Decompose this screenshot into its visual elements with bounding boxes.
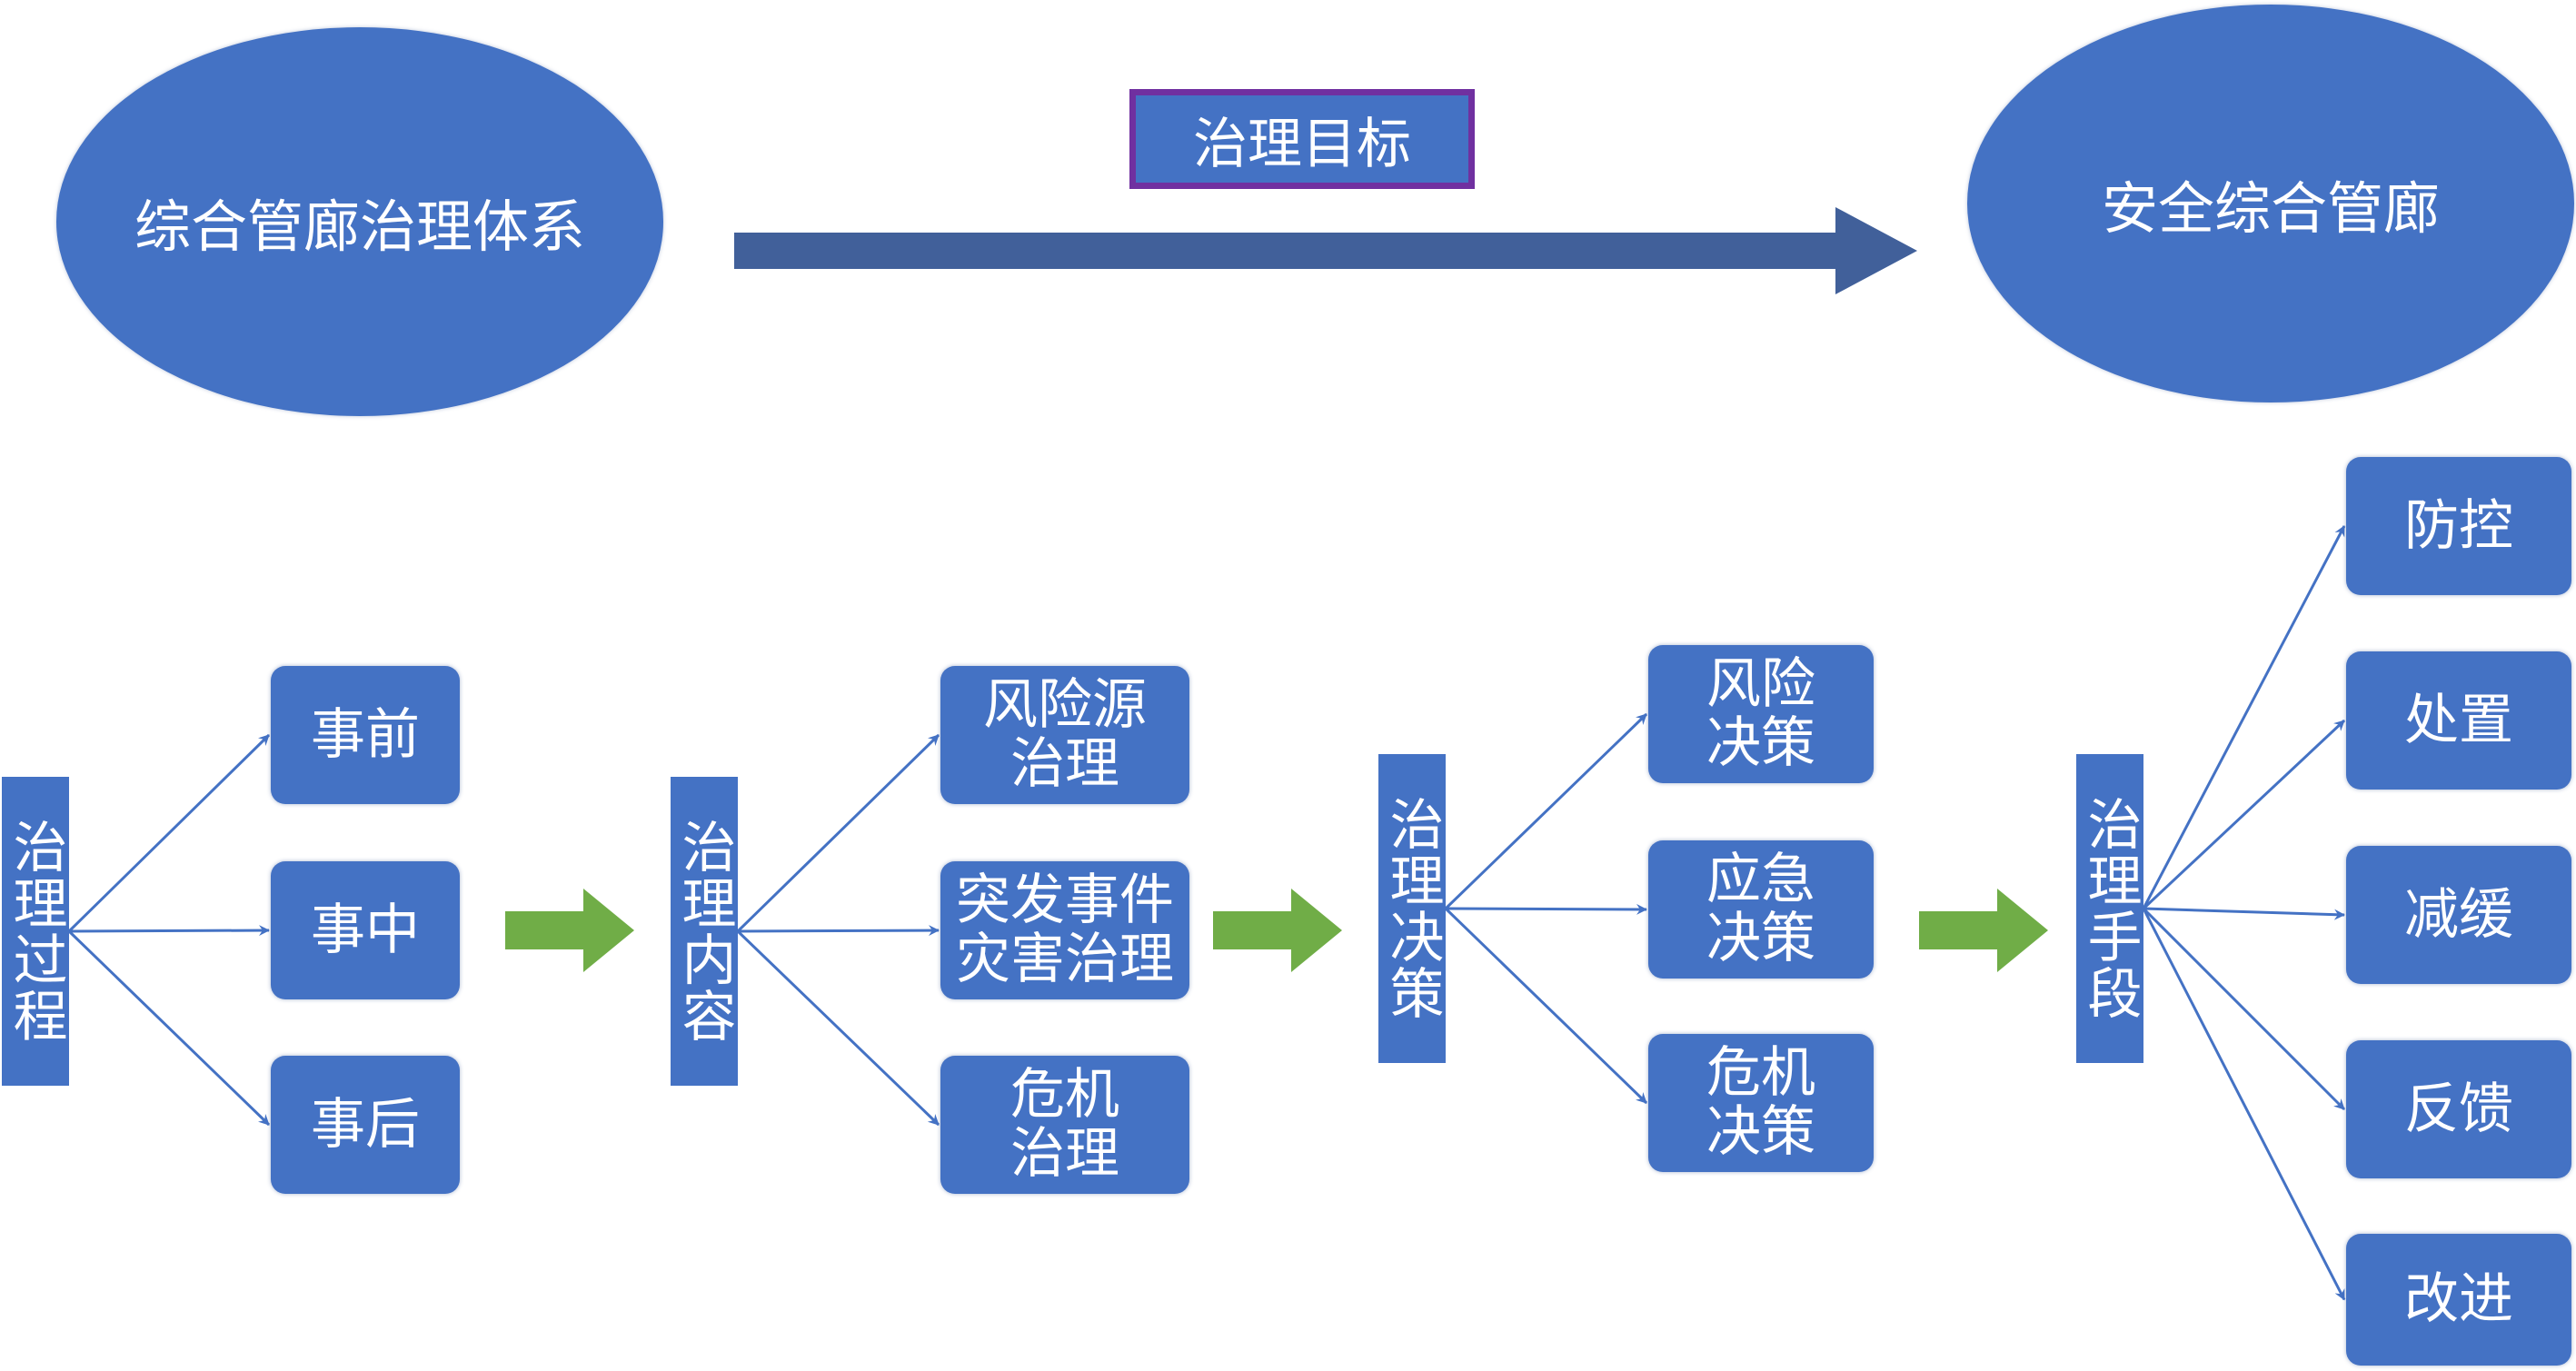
decision-crisis-label: 危机 决策 [1706,1041,1815,1164]
governance-system-ellipse: 综合管廊治理体系 [56,27,663,416]
safe-utility-tunnel-label: 安全综合管廊 [2101,175,2440,242]
content-emergency-disaster-box: 突发事件 灾害治理 [940,861,1189,999]
means-feedback-label: 反馈 [2404,1077,2513,1141]
content-risk-source-box: 风险源 治理 [940,666,1189,804]
means-mitigation-box: 减缓 [2346,846,2571,984]
stage-means-bar: 治理手段 [2076,754,2143,1063]
governance-goal-label: 治理目标 [1193,112,1411,176]
decision-crisis-box: 危机 决策 [1648,1034,1874,1172]
process-during-label: 事中 [311,898,420,962]
connector-process-before-box [67,733,271,933]
process-during-box: 事中 [271,861,460,999]
stage-arrow-3-shape [1919,889,2048,972]
connector-means-mitigation-box [2143,907,2345,920]
stage-process-title: 治理过程 [4,819,67,1044]
stage-arrow-2 [1213,889,1342,972]
stage-arrow-1-shape [505,889,634,972]
decision-emergency-label: 应急 决策 [1706,848,1815,970]
means-mitigation-label: 减缓 [2404,882,2513,947]
decision-emergency-box: 应急 决策 [1648,840,1874,979]
connector-means-improvement-box [2142,908,2346,1301]
decision-risk-box: 风险 决策 [1648,645,1874,783]
stage-means-title: 治理手段 [2078,796,2142,1021]
connector-decision-risk-box [1444,712,1648,910]
process-before-label: 事前 [311,702,420,767]
connector-content-crisis-box [736,929,940,1127]
content-crisis-label: 危机 治理 [1010,1063,1119,1186]
governance-system-label: 综合管廊治理体系 [134,194,585,260]
means-feedback-box: 反馈 [2346,1040,2571,1178]
connector-content-emergency-disaster-box [737,925,940,937]
stage-content-title: 治理内容 [672,819,736,1044]
connector-process-after-box [67,929,271,1127]
means-prevention-box: 防控 [2346,457,2571,595]
content-crisis-box: 危机 治理 [940,1056,1189,1194]
process-before-box: 事前 [271,666,460,804]
stage-process-bar: 治理过程 [2,777,69,1086]
process-after-box: 事后 [271,1056,460,1194]
connector-means-prevention-box [2142,525,2346,909]
connector-content-risk-source-box [736,733,940,933]
decision-risk-label: 风险 决策 [1706,652,1815,775]
stage-arrow-1 [505,889,634,972]
stage-content-bar: 治理内容 [671,777,738,1086]
means-prevention-label: 防控 [2404,493,2513,558]
means-handling-box: 处置 [2346,651,2571,790]
means-improvement-box: 改进 [2346,1234,2571,1366]
stage-decision-title: 治理决策 [1380,796,1444,1021]
process-after-label: 事后 [311,1092,420,1157]
main-goal-arrow-shape [734,207,1917,294]
stage-arrow-2-shape [1213,889,1342,972]
connector-means-handling-box [2142,719,2346,910]
governance-goal-box: 治理目标 [1129,89,1475,189]
connector-means-feedback-box [2142,907,2346,1111]
stage-arrow-3 [1919,889,2048,972]
content-emergency-disaster-label: 突发事件 灾害治理 [956,869,1174,991]
content-risk-source-label: 风险源 治理 [983,673,1147,796]
main-goal-arrow [734,207,1917,294]
connector-process-during-box [68,925,270,937]
stage-decision-bar: 治理决策 [1378,754,1446,1063]
safe-utility-tunnel-ellipse: 安全综合管廊 [1967,5,2574,402]
connector-decision-crisis-box [1444,907,1648,1105]
means-improvement-label: 改进 [2404,1267,2513,1332]
means-handling-label: 处置 [2404,688,2513,752]
